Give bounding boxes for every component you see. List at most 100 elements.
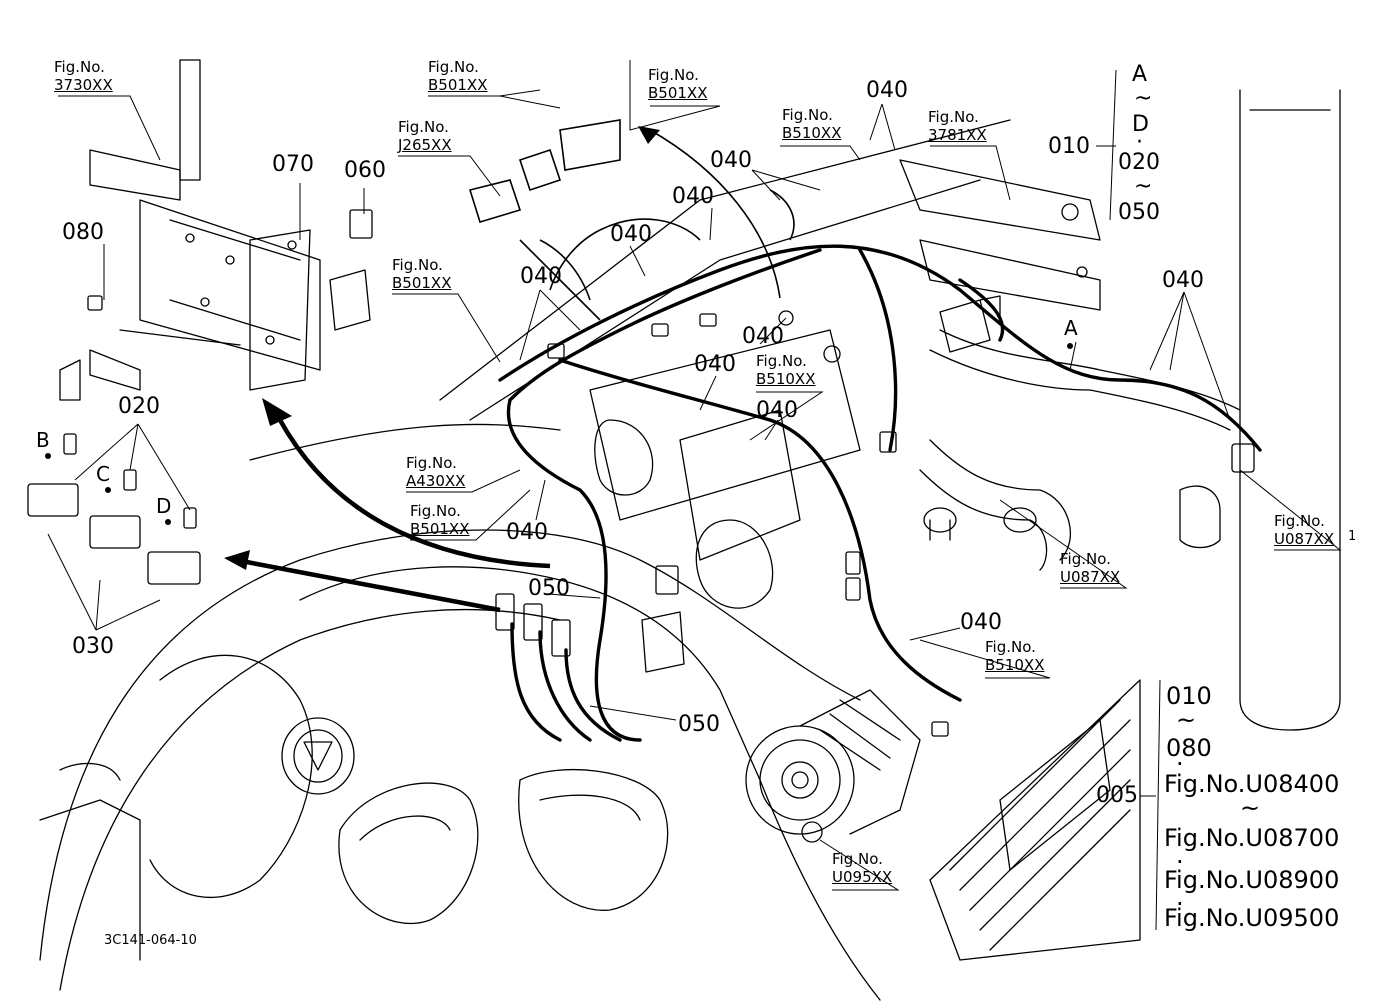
fig-ref-number: B501XX xyxy=(392,274,452,292)
part-callout-040: 040 xyxy=(960,610,1002,635)
fig-ref-number: U087XX xyxy=(1274,530,1335,548)
part-callout-040: 040 xyxy=(866,78,908,103)
marker-letter-a: A xyxy=(1064,316,1078,340)
fig-ref-label: Fig.No. xyxy=(832,850,883,868)
fig-ref-label: Fig.No. xyxy=(1274,512,1325,530)
marker-dot-c xyxy=(105,487,111,493)
relay-mount-plate xyxy=(249,229,311,391)
fig-ref-number: U095XX xyxy=(832,868,893,886)
fuse-1 xyxy=(495,593,515,631)
fig-ref-number: A430XX xyxy=(406,472,466,490)
fig-ref-a430: Fig.No.A430XX xyxy=(406,456,465,489)
harness-main-lower xyxy=(508,248,822,402)
fig-ref-number: B510XX xyxy=(782,124,842,142)
part-callout-005: 005 xyxy=(1096,783,1138,808)
harness-branch-down xyxy=(506,398,642,742)
part-callout-080: 080 xyxy=(62,220,104,245)
fig-ref-3781: Fig.No.3781XX xyxy=(928,110,987,143)
part-callout-040: 040 xyxy=(506,520,548,545)
fig-ref-label: Fig.No. xyxy=(406,454,457,472)
fuse-2 xyxy=(523,603,543,641)
part-callout-040: 040 xyxy=(1162,268,1204,293)
fig-ref-u087-mid: Fig.No.U087XX xyxy=(1060,552,1120,585)
range-top-line: A xyxy=(1132,62,1148,87)
fig-ref-b510-top: Fig.No.B510XX xyxy=(782,108,841,141)
arrow-to-fuse-box xyxy=(235,557,501,613)
range-top-line: D xyxy=(1132,112,1149,137)
hose-elbow xyxy=(1179,485,1221,549)
range-bottom-line: Fig.No.U08900 xyxy=(1164,866,1340,894)
fig-ref-number: J265XX xyxy=(398,136,452,154)
fig-ref-b501-low: Fig.No.B501XX xyxy=(410,504,469,537)
fig-ref-number: B510XX xyxy=(985,656,1045,674)
fig-ref-b501-top: Fig.No.B501XX xyxy=(428,60,487,93)
range-bottom-line: Fig.No.U08700 xyxy=(1164,824,1340,852)
fig-ref-number: B501XX xyxy=(428,76,488,94)
radiator-column xyxy=(1239,89,1341,731)
arrow-to-b501-bracket xyxy=(649,129,781,299)
fig-ref-label: Fig.No. xyxy=(54,58,105,76)
marker-dot-b xyxy=(45,453,51,459)
hood-outline xyxy=(39,529,861,961)
headlight-right xyxy=(518,769,669,911)
harness-main-upper xyxy=(498,244,1262,452)
fuse-holder-c xyxy=(89,515,141,549)
marker-dot-d xyxy=(165,519,171,525)
part-callout-040: 040 xyxy=(520,264,562,289)
fig-ref-b501-upper-right: Fig.No.B501XX xyxy=(648,68,707,101)
fig-ref-label: Fig.No. xyxy=(756,352,807,370)
part-callout-060: 060 xyxy=(344,158,386,183)
part-callout-040: 040 xyxy=(672,184,714,209)
emblem-circle xyxy=(281,717,355,795)
range-top-line: · xyxy=(1136,130,1143,155)
fig-ref-label: Fig.No. xyxy=(928,108,979,126)
range-bottom-line: Fig.No.U09500 xyxy=(1164,904,1340,932)
fig-ref-3730: Fig.No.3730XX xyxy=(54,60,113,93)
part-callout-050-upper: 050 xyxy=(528,576,570,601)
range-bottom-line: · xyxy=(1176,848,1184,876)
fig-ref-u095: Fig.No.U095XX xyxy=(832,852,892,885)
part-callout-070: 070 xyxy=(272,152,314,177)
fig-ref-label: Fig.No. xyxy=(985,638,1036,656)
part-callout-040: 040 xyxy=(742,324,784,349)
marker-letter-c: C xyxy=(96,462,110,486)
fig-ref-label: Fig.No. xyxy=(648,66,699,84)
headlight-left xyxy=(338,782,479,925)
range-top-line: ~ xyxy=(1134,174,1153,199)
fig-ref-j265: Fig.No.J265XX xyxy=(398,120,452,153)
hose-upper xyxy=(939,329,1241,411)
fig-ref-number: B510XX xyxy=(756,370,816,388)
fig-ref-number: U087XX xyxy=(1060,568,1121,586)
fig-ref-u087-right: Fig.No.U087XX xyxy=(1274,514,1334,547)
fig-ref-label: Fig.No. xyxy=(410,502,461,520)
fig-ref-label: Fig.No. xyxy=(398,118,449,136)
fig-ref-number: 3781XX xyxy=(928,126,987,144)
range-bottom-line: 080 xyxy=(1166,734,1212,762)
part-callout-010: 010 xyxy=(1048,134,1090,159)
marker-dot-a xyxy=(1067,343,1073,349)
fig-ref-number: 3730XX xyxy=(54,76,113,94)
range-top-line: 020 xyxy=(1118,150,1160,175)
range-bottom-line: ~ xyxy=(1240,794,1261,822)
range-bottom-line: · xyxy=(1176,890,1184,918)
range-bottom-line: · xyxy=(1176,750,1184,778)
arrow-to-relay-bracket xyxy=(278,418,551,569)
fig-ref-b510-low: Fig.No.B510XX xyxy=(985,640,1044,673)
fuse-3 xyxy=(551,619,571,657)
stray-mark: 1 xyxy=(1348,529,1357,544)
fig-ref-label: Fig.No. xyxy=(392,256,443,274)
fig-ref-b501-mid: Fig.No.B501XX xyxy=(392,258,451,291)
marker-letter-b: B xyxy=(36,428,50,452)
fuse-holder-d xyxy=(147,551,201,585)
range-bottom-line: 010 xyxy=(1166,682,1212,710)
part-callout-040: 040 xyxy=(756,398,798,423)
fig-ref-label: Fig.No. xyxy=(428,58,479,76)
fig-ref-label: Fig.No. xyxy=(1060,550,1111,568)
fig-ref-b510-mid: Fig.No.B510XX xyxy=(756,354,815,387)
fig-ref-number: B501XX xyxy=(410,520,470,538)
part-callout-030: 030 xyxy=(72,634,114,659)
marker-letter-d: D xyxy=(156,494,172,518)
range-top-line: 050 xyxy=(1118,200,1160,225)
